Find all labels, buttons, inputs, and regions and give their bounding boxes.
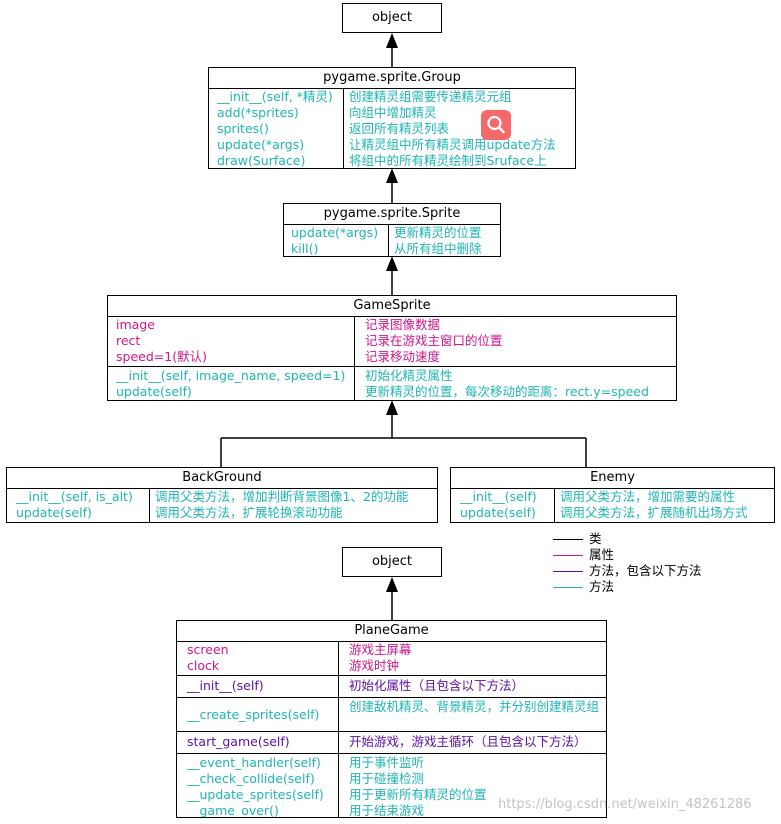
method-desc: 返回所有精灵列表 <box>349 121 450 136</box>
sprite-methods: update(*args) kill() 更新精灵的位置 从所有组中删除 <box>284 224 500 256</box>
planegame-attributes: screen clock 游戏主屏幕 游戏时钟 <box>177 641 606 675</box>
method-desc: 调用父类方法，扩展随机出场方式 <box>560 505 748 520</box>
method-desc: 用于事件监听 <box>349 755 425 770</box>
method-desc: 用于更新所有精灵的位置 <box>349 787 487 802</box>
background-methods: __init__(self, is_alt) update(self) 调用父类… <box>7 488 437 522</box>
method-desc: 更新精灵的位置，每次移动的距离：rect.y=speed <box>365 384 649 399</box>
planegame-init: __init__(self) 初始化属性（且包含以下方法） <box>177 675 606 697</box>
object-class-name: object <box>371 10 413 25</box>
method-name: update(self) <box>460 505 536 520</box>
search-icon[interactable] <box>481 110 511 140</box>
method-name: __update_sprites(self) <box>187 787 324 802</box>
attribute-name: speed=1(默认) <box>116 349 207 364</box>
watermark: https://blog.csdn.net/weixin_48261286 <box>498 797 752 812</box>
background-class-name: BackGround <box>7 468 437 489</box>
legend-label: 属性 <box>589 547 615 562</box>
method-name: __check_collide(self) <box>187 771 315 786</box>
method-desc: 从所有组中删除 <box>394 241 482 256</box>
method-name: __game_over() <box>187 803 279 818</box>
attribute-name: rect <box>116 333 141 348</box>
enemy-class-name: Enemy <box>451 468 774 489</box>
method-name: __init__(self) <box>187 678 264 693</box>
method-desc: 让精灵组中所有精灵调用update方法 <box>349 137 556 152</box>
method-desc: 初始化精灵属性 <box>365 368 453 383</box>
method-name: kill() <box>291 241 319 256</box>
legend-swatch <box>553 587 583 588</box>
group-methods: __init__(self, *精灵) add(*sprites) sprite… <box>209 88 575 168</box>
gamesprite-class: GameSprite image rect speed=1(默认) 记录图像数据… <box>107 295 677 401</box>
method-desc: 创建敌机精灵、背景精灵，并分别创建精灵组 <box>349 699 600 714</box>
attribute-desc: 游戏时钟 <box>349 658 400 673</box>
method-desc: 用于结束游戏 <box>349 803 425 818</box>
enemy-methods: __init__(self) update(self) 调用父类方法，增加需要的… <box>451 488 774 522</box>
object-class-top: object <box>342 3 442 33</box>
method-desc: 调用父类方法，增加判断背景图像1、2的功能 <box>155 489 409 504</box>
method-desc: 将组中的所有精灵绘制到Sruface上 <box>349 153 547 168</box>
object-class-bottom: object <box>342 547 442 577</box>
method-name: update(*args) <box>291 225 379 240</box>
method-desc: 用于碰撞检测 <box>349 771 425 786</box>
method-name: update(self) <box>116 384 192 399</box>
method-desc: 向组中增加精灵 <box>349 105 437 120</box>
method-desc: 开始游戏，游戏主循环（且包含以下方法） <box>349 734 587 749</box>
sprite-class-name: pygame.sprite.Sprite <box>284 204 500 225</box>
attribute-name: image <box>116 317 155 332</box>
legend-swatch <box>553 571 583 572</box>
attribute-desc: 记录移动速度 <box>365 349 441 364</box>
planegame-create-sprites: __create_sprites(self) 创建敌机精灵、背景精灵，并分别创建… <box>177 697 606 731</box>
object-class-name: object <box>371 554 413 569</box>
method-desc: 调用父类方法，增加需要的属性 <box>560 489 736 504</box>
method-name: add(*sprites) <box>217 105 299 120</box>
attribute-name: clock <box>187 658 220 673</box>
legend-swatch <box>553 539 583 540</box>
legend-label: 方法 <box>589 579 615 594</box>
method-desc: 调用父类方法，扩展轮换滚动功能 <box>155 505 343 520</box>
planegame-loop-methods: __event_handler(self) __check_collide(se… <box>177 753 606 817</box>
planegame-class: PlaneGame screen clock 游戏主屏幕 游戏时钟 __init… <box>176 620 607 818</box>
group-class: pygame.sprite.Group __init__(self, *精灵) … <box>208 67 576 169</box>
gamesprite-methods: __init__(self, image_name, speed=1) upda… <box>108 366 676 400</box>
method-name: sprites() <box>217 121 269 136</box>
method-name: start_game(self) <box>187 734 290 749</box>
method-desc: 初始化属性（且包含以下方法） <box>349 678 525 693</box>
sprite-class: pygame.sprite.Sprite update(*args) kill(… <box>283 203 501 257</box>
gamesprite-class-name: GameSprite <box>108 296 676 317</box>
method-name: draw(Surface) <box>217 153 306 168</box>
method-desc: 更新精灵的位置 <box>394 225 482 240</box>
method-name: __init__(self, is_alt) <box>16 489 133 504</box>
method-name: __init__(self, image_name, speed=1) <box>116 368 346 383</box>
enemy-class: Enemy __init__(self) update(self) 调用父类方法… <box>450 467 775 523</box>
search-icon-glyph <box>487 115 505 134</box>
legend-swatch <box>553 555 583 556</box>
attribute-desc: 记录在游戏主窗口的位置 <box>365 333 503 348</box>
method-name: __create_sprites(self) <box>187 707 320 722</box>
attribute-desc: 游戏主屏幕 <box>349 642 412 657</box>
method-desc: 创建精灵组需要传递精灵元组 <box>349 89 512 104</box>
method-name: update(self) <box>16 505 92 520</box>
planegame-class-name: PlaneGame <box>177 621 606 642</box>
background-class: BackGround __init__(self, is_alt) update… <box>6 467 438 523</box>
attribute-desc: 记录图像数据 <box>365 317 441 332</box>
legend-label: 类 <box>589 531 602 546</box>
legend-label: 方法，包含以下方法 <box>589 563 702 578</box>
planegame-start-game: start_game(self) 开始游戏，游戏主循环（且包含以下方法） <box>177 731 606 753</box>
method-name: update(*args) <box>217 137 305 152</box>
group-class-name: pygame.sprite.Group <box>209 68 575 89</box>
method-name: __init__(self) <box>460 489 537 504</box>
method-name: __event_handler(self) <box>187 755 321 770</box>
gamesprite-attributes: image rect speed=1(默认) 记录图像数据 记录在游戏主窗口的位… <box>108 316 676 366</box>
attribute-name: screen <box>187 642 229 657</box>
method-name: __init__(self, *精灵) <box>217 89 333 104</box>
